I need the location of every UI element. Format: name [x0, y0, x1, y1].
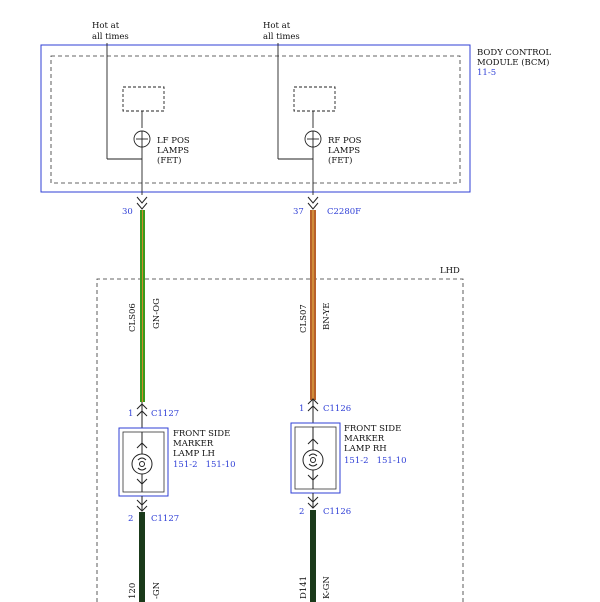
lhd-label: LHD: [440, 266, 460, 276]
ground-right-circuit: D141: [299, 576, 309, 599]
left-fet-circuit: [106, 43, 165, 195]
connector-right-top: C2280F: [327, 207, 361, 217]
wire-left-color: GN-OG: [152, 298, 162, 329]
wire-left-ground: [139, 512, 145, 602]
bcm-title-line-1: BODY CONTROL: [477, 48, 551, 58]
right-fet-label-1: RF POS: [328, 136, 362, 146]
left-fet-label-3: (FET): [157, 155, 181, 166]
connector-left-lamp-out: C1127: [151, 514, 179, 524]
pin-left-lamp-in: 1: [128, 409, 133, 419]
bcm-ref: 11-5: [477, 68, 496, 78]
ground-left-circuit: 120: [128, 583, 138, 599]
lamp-right-label-1: FRONT SIDE: [344, 424, 401, 434]
connector-left-lamp-in: C1127: [151, 409, 179, 419]
right-fet-label-3: (FET): [328, 155, 352, 166]
connector-arrow-top-right: [307, 196, 319, 210]
wire-right-circuit: CLS07: [299, 304, 309, 333]
ground-right-color: K-GN: [322, 576, 332, 599]
left-fet-label-2: LAMPS: [157, 146, 189, 156]
ground-left-color: -GN: [152, 581, 162, 599]
connector-arrow-lamp-right-out: [307, 493, 319, 509]
lamp-left-refs: 151-2 151-10: [173, 460, 236, 470]
pin-left-top: 30: [122, 207, 133, 217]
left-fet-label-1: LF POS: [157, 136, 190, 146]
lamp-left-label-3: LAMP LH: [173, 449, 215, 459]
pin-right-top: 37: [293, 207, 304, 217]
connector-arrow-lamp-right-in: [307, 398, 319, 423]
feed-right-line-2: all times: [263, 32, 300, 42]
wire-left-circuit: CLS06: [128, 303, 138, 332]
feed-left-line-2: all times: [92, 32, 129, 42]
pin-left-lamp-out: 2: [128, 514, 133, 524]
wire-right-ground: [310, 510, 316, 602]
lamp-right: [290, 422, 341, 494]
feed-left-line-1: Hot at: [92, 21, 120, 31]
lamp-left-label-1: FRONT SIDE: [173, 429, 230, 439]
lamp-right-label-3: LAMP RH: [344, 444, 387, 454]
bcm-module-box: [40, 44, 471, 193]
feed-right-line-1: Hot at: [263, 21, 291, 31]
lamp-right-refs: 151-2 151-10: [344, 456, 407, 466]
connector-right-lamp-in: C1126: [323, 404, 351, 414]
pin-right-lamp-in: 1: [299, 404, 304, 414]
lhd-region-box: [96, 278, 464, 602]
connector-arrow-lamp-left-in: [136, 402, 148, 428]
right-fet-circuit: [277, 43, 336, 195]
connector-arrow-top-left: [136, 196, 148, 210]
lamp-right-label-2: MARKER: [344, 434, 385, 444]
pin-right-lamp-out: 2: [299, 507, 304, 517]
bcm-inner-dashed-box: [50, 55, 461, 184]
bcm-title-line-2: MODULE (BCM): [477, 57, 549, 68]
connector-arrow-lamp-left-out: [136, 496, 148, 512]
connector-right-lamp-out: C1126: [323, 507, 351, 517]
lamp-left-label-2: MARKER: [173, 439, 214, 449]
wire-right-color: BN-YE: [322, 303, 332, 330]
right-fet-label-2: LAMPS: [328, 146, 360, 156]
lamp-left: [118, 427, 169, 497]
